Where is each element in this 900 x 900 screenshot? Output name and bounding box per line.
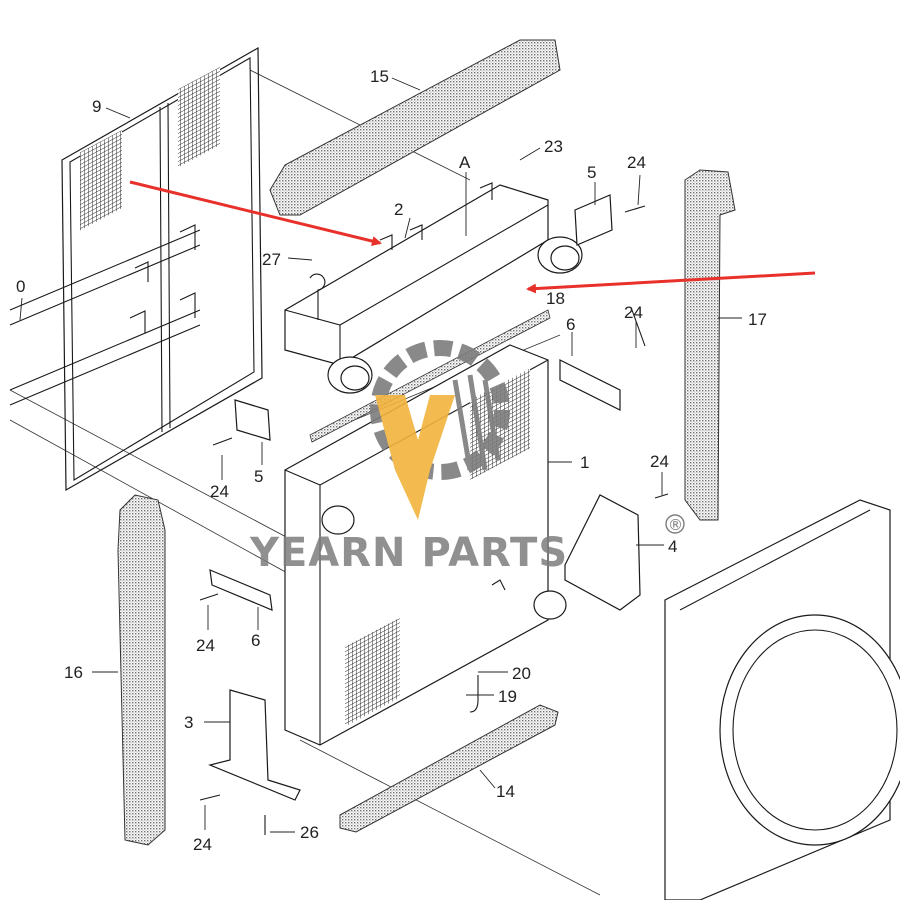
callout-24-right: 24 <box>650 452 669 471</box>
callout-6-lower: 6 <box>251 631 260 650</box>
callout-24-left-lower: 24 <box>196 636 215 655</box>
grille-panel <box>61 46 263 492</box>
foam-seal-bottom <box>339 704 559 833</box>
red-arrow-to-part-18 <box>526 271 816 294</box>
callout-2: 2 <box>394 200 403 219</box>
callout-23: 23 <box>544 137 563 156</box>
callout-24-left-upper: 24 <box>210 482 229 501</box>
foam-seal-left <box>117 494 166 846</box>
callout-27: 27 <box>262 250 281 269</box>
fan-shroud <box>664 499 900 900</box>
callout-5-upper: 5 <box>587 163 596 182</box>
callout-9: 9 <box>92 97 101 116</box>
callout-24-mid-right: 24 <box>624 303 643 322</box>
callout-15: 15 <box>370 67 389 86</box>
callout-20: 20 <box>512 664 531 683</box>
watermark-brand: YEARN PARTS <box>249 530 568 576</box>
callout-17: 17 <box>748 310 767 329</box>
callout-0: 0 <box>16 277 25 296</box>
watermark: YEARN PARTS ® <box>249 340 685 576</box>
callout-24-top-right: 24 <box>627 153 646 172</box>
callout-24-bottom: 24 <box>193 835 212 854</box>
red-arrow-to-part-2 <box>129 180 382 246</box>
foam-seal-top <box>269 39 561 216</box>
callout-14: 14 <box>496 782 515 801</box>
callout-5-lower: 5 <box>254 467 263 486</box>
callout-26: 26 <box>300 823 319 842</box>
upper-tank <box>284 182 583 394</box>
side-rail <box>9 224 201 406</box>
foam-seal-right <box>684 169 736 521</box>
callout-6-upper: 6 <box>566 315 575 334</box>
callout-1: 1 <box>580 453 589 472</box>
callout-18: 18 <box>546 289 565 308</box>
gear-logo-icon <box>370 340 510 520</box>
callout-A: A <box>459 153 471 172</box>
highlight-arrows <box>129 180 816 294</box>
brackets <box>208 194 641 801</box>
bolts <box>199 205 669 835</box>
callout-16: 16 <box>64 663 83 682</box>
callout-4: 4 <box>668 537 677 556</box>
callouts: 0 1 2 3 4 5 5 6 6 9 14 15 16 17 18 19 20… <box>16 67 767 854</box>
callout-3: 3 <box>184 713 193 732</box>
callout-19: 19 <box>498 687 517 706</box>
registered-mark: ® <box>668 516 683 534</box>
leader-lines <box>19 77 742 833</box>
